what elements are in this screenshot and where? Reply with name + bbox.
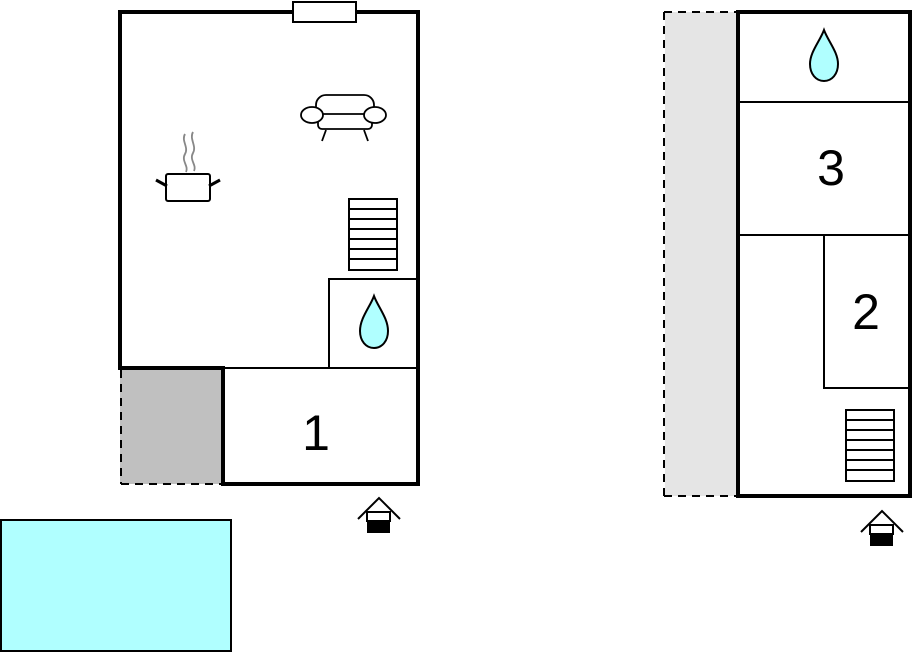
- room-label-2: 2: [852, 284, 880, 340]
- stairs-icon: [845, 409, 895, 482]
- sofa-icon: [300, 94, 387, 142]
- water-drop-icon: [808, 27, 840, 83]
- entrance-house-icon: [860, 509, 904, 546]
- upper-floor-outer-wall: [736, 10, 912, 498]
- window: [292, 1, 357, 23]
- bathroom-room: [328, 278, 419, 369]
- balcony: [663, 11, 737, 497]
- swimming-pool: [0, 519, 232, 652]
- water-drop-icon: [358, 293, 390, 350]
- terrace-area: [120, 368, 223, 484]
- terrace: [120, 368, 223, 485]
- balcony-area: [665, 12, 737, 496]
- room-2-walls: [823, 235, 910, 389]
- room-label-3: 3: [817, 140, 845, 196]
- entrance-house-icon: [357, 496, 401, 533]
- upper-floor: 3 2: [663, 10, 912, 546]
- stairs-icon: [348, 198, 398, 271]
- cooking-pot-icon: [155, 131, 221, 202]
- room-label-1: 1: [302, 405, 330, 461]
- ground-floor: 1: [118, 1, 420, 533]
